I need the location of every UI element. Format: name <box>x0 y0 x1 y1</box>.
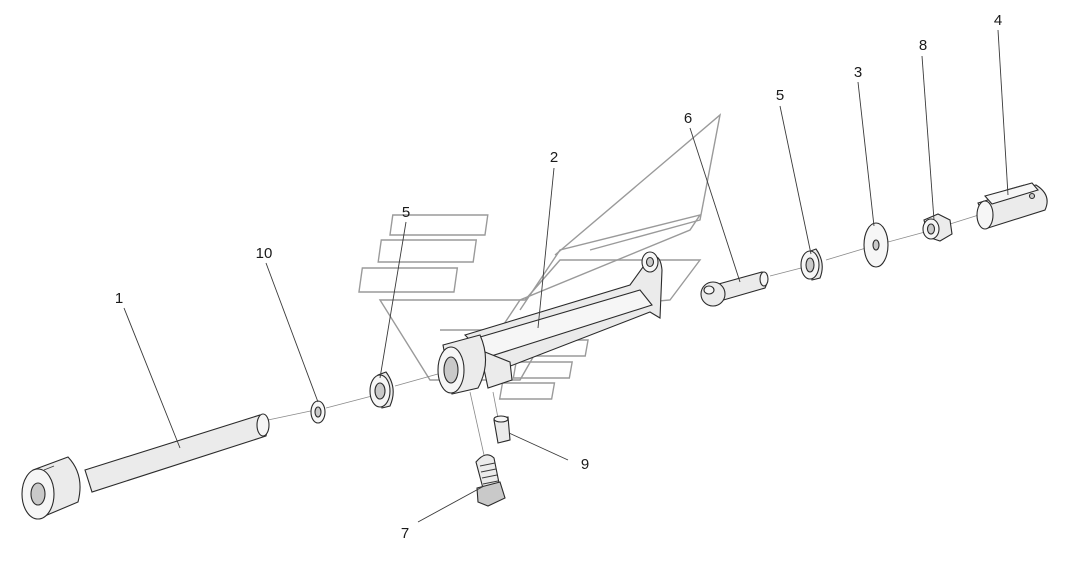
part-9-grease-fitting <box>493 415 511 444</box>
part-6-ball-stud <box>700 271 769 307</box>
part-8-nut <box>922 213 953 242</box>
assembly-axis <box>267 212 986 456</box>
part-2-lever <box>437 251 663 395</box>
callout-4: 4 <box>994 12 1002 29</box>
leader-lines <box>123 29 1009 523</box>
callout-5-right: 5 <box>776 87 784 104</box>
part-7-threaded-plug <box>475 454 506 507</box>
callout-8: 8 <box>919 37 927 54</box>
callout-1: 1 <box>115 290 123 307</box>
part-5-bearing-left <box>369 371 394 409</box>
callout-labels: 1 10 5 2 6 5 3 8 4 9 7 <box>115 12 1002 542</box>
watermark-logo <box>358 113 722 400</box>
callout-6: 6 <box>684 110 692 127</box>
callout-10: 10 <box>256 245 273 262</box>
part-10-washer <box>310 400 326 424</box>
part-5-bearing-right <box>800 248 823 281</box>
callout-2: 2 <box>550 149 558 166</box>
part-4-clevis <box>976 182 1048 230</box>
part-1-shaft <box>21 413 270 520</box>
callout-3: 3 <box>854 64 862 81</box>
callout-9: 9 <box>581 456 589 473</box>
part-3-large-washer <box>863 222 889 268</box>
callout-7: 7 <box>401 525 409 542</box>
callout-5-left: 5 <box>402 204 410 221</box>
